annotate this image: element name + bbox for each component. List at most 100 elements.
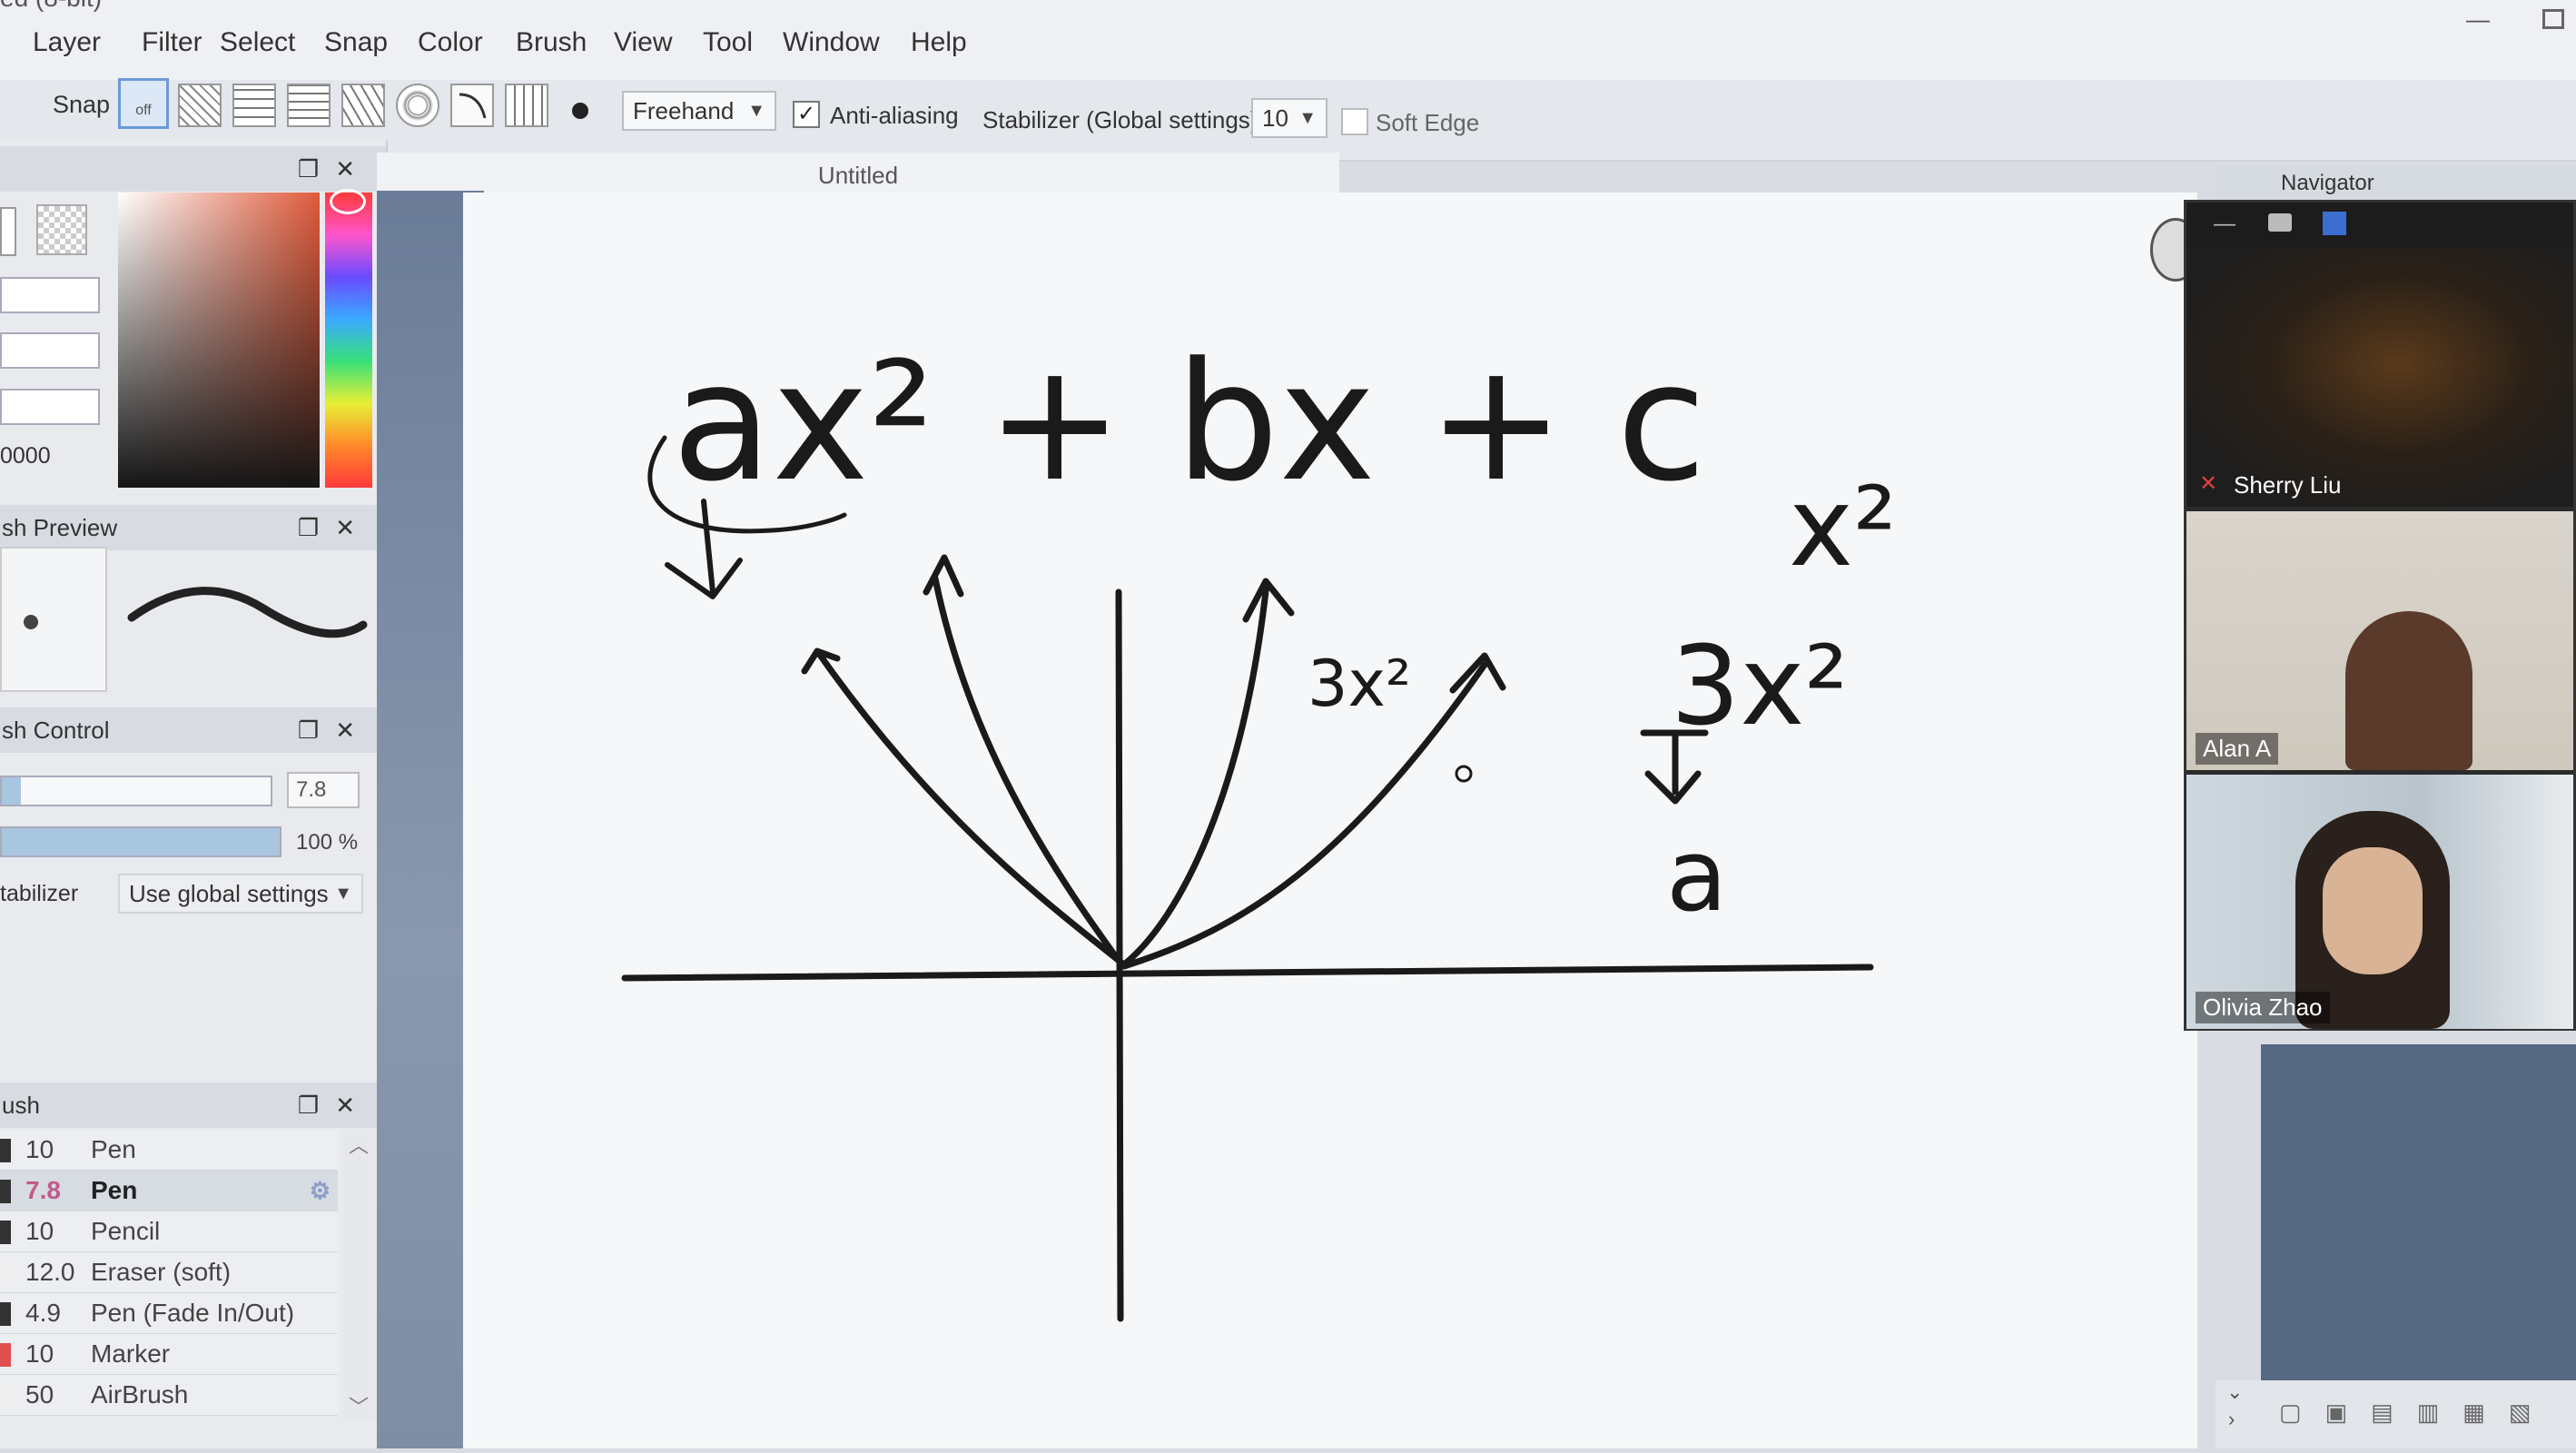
brush-color-swatch: [0, 1180, 11, 1203]
menu-color[interactable]: Color: [418, 27, 483, 57]
document-tab[interactable]: Untitled: [377, 153, 1339, 198]
snap-grid-icon[interactable]: [232, 84, 276, 127]
layer-action-icons[interactable]: ▢▣▤▥▦▧: [2279, 1399, 2555, 1426]
brush-density-slider[interactable]: [0, 826, 281, 857]
video-call-titlebar: —: [2186, 203, 2573, 248]
brush-size-input[interactable]: 7.8: [287, 772, 360, 808]
curved-arrow-under-a: [647, 435, 847, 534]
brush-tip-preview: [0, 547, 107, 692]
brush-dot-icon[interactable]: [572, 103, 588, 119]
panel-float-close-icons[interactable]: ❐✕: [297, 155, 371, 183]
menu-layer[interactable]: Layer: [33, 27, 102, 57]
restore-window-icon[interactable]: [2542, 9, 2564, 29]
drawing-canvas[interactable]: ax² + bx + c 3x² x² 3x² a: [463, 193, 2197, 1448]
brush-name: AirBrush: [91, 1380, 189, 1409]
brush-size: 12.0: [25, 1258, 75, 1286]
gear-icon[interactable]: ⚙: [309, 1177, 331, 1204]
mode-dropdown[interactable]: Freehand ▼: [622, 91, 776, 131]
brush-size-slider[interactable]: [0, 776, 272, 806]
saturation-value-picker[interactable]: [118, 193, 320, 488]
brush-list-item[interactable]: 7.8 Pen ⚙: [0, 1171, 338, 1211]
brush-name: Pen: [91, 1176, 138, 1204]
color-field-g[interactable]: [0, 332, 100, 369]
panel-float-close-icons[interactable]: ❐✕: [297, 514, 371, 541]
brush-stabilizer-value: Use global settings: [129, 880, 329, 907]
menu-brush[interactable]: Brush: [516, 27, 587, 57]
brush-name: Marker: [91, 1339, 171, 1368]
brush-tip-dot: [24, 615, 38, 629]
x-axis: [621, 964, 1874, 982]
snap-perspective-icon[interactable]: [341, 84, 385, 127]
participant-tile-3[interactable]: Olivia Zhao: [2186, 775, 2573, 1029]
scroll-down-icon[interactable]: ﹀: [349, 1396, 370, 1418]
participant-name: Olivia Zhao: [2196, 992, 2330, 1023]
color-field-r[interactable]: [0, 277, 100, 313]
soft-edge-checkbox[interactable]: [1341, 108, 1368, 135]
scroll-up-icon[interactable]: ︿: [349, 1134, 370, 1157]
snap-lines-icon[interactable]: [287, 84, 331, 127]
chevron-right-icon[interactable]: ›: [2228, 1408, 2235, 1430]
menu-snap[interactable]: Snap: [324, 27, 389, 57]
snap-3d-grid-icon[interactable]: [505, 84, 548, 127]
anti-aliasing-checkbox[interactable]: ✓: [793, 101, 820, 128]
transparent-color-swatch[interactable]: [36, 204, 87, 255]
hue-slider[interactable]: [325, 193, 372, 488]
brush-list-title: ush: [2, 1092, 40, 1119]
participant-tile-2[interactable]: Alan A: [2186, 511, 2573, 770]
brush-color-swatch: [0, 1302, 11, 1326]
gallery-view-icon[interactable]: [2323, 212, 2346, 235]
participant-video-figure: [2345, 611, 2472, 770]
brush-color-swatch: [0, 1261, 11, 1285]
panel-float-close-icons[interactable]: ❐✕: [297, 717, 371, 744]
participant-name: Sherry Liu: [2234, 471, 2342, 499]
handwritten-drawing: ax² + bx + c 3x² x² 3x² a: [621, 328, 1897, 1322]
brush-list-scrollbar[interactable]: ︿ ﹀: [343, 1130, 380, 1420]
brush-color-swatch: [0, 1343, 11, 1367]
snap-curve-icon[interactable]: [450, 84, 494, 127]
navigator-preview[interactable]: [2261, 1044, 2576, 1380]
snap-off-button[interactable]: off: [118, 78, 169, 129]
minimize-icon[interactable]: —: [2466, 5, 2490, 33]
brush-name: Pen: [91, 1135, 136, 1163]
snap-parallel-icon[interactable]: [178, 84, 222, 127]
participant-tile-1[interactable]: ✕ Sherry Liu: [2186, 248, 2573, 507]
menu-filter[interactable]: Filter: [142, 27, 202, 57]
color-panel-header: ❐✕: [0, 146, 386, 192]
main-color-swatch[interactable]: [0, 207, 16, 256]
menu-select[interactable]: Select: [220, 27, 296, 57]
menu-view[interactable]: View: [614, 27, 673, 57]
snap-concentric-icon[interactable]: [396, 84, 439, 127]
color-field-b[interactable]: [0, 389, 100, 425]
stop-video-icon[interactable]: [2268, 213, 2292, 232]
chevron-down-icon[interactable]: ⌄: [2226, 1380, 2244, 1403]
panel-float-close-icons[interactable]: ❐✕: [297, 1092, 371, 1119]
menu-tool[interactable]: Tool: [703, 27, 754, 57]
brush-size: 7.8: [25, 1176, 61, 1204]
brush-size: 4.9: [25, 1299, 61, 1327]
stabilizer-dropdown[interactable]: 10 ▼: [1251, 98, 1327, 138]
y-axis: [1115, 588, 1124, 1322]
participant-name: Alan A: [2196, 733, 2279, 765]
menubar: ed (8-bit) Layer Filter Select Snap Colo…: [0, 0, 2576, 80]
chevron-down-icon: ▼: [334, 884, 352, 904]
brush-preview-header: sh Preview ❐✕: [0, 505, 386, 550]
navigator-header: Navigator: [2216, 165, 2576, 202]
chevron-down-icon: ▼: [1298, 108, 1317, 128]
menu-window[interactable]: Window: [783, 27, 880, 57]
hue-handle[interactable]: [330, 189, 366, 214]
down-arrow-under-a: [665, 499, 743, 599]
brush-stabilizer-dropdown[interactable]: Use global settings ▼: [118, 874, 363, 914]
menu-help[interactable]: Help: [911, 27, 967, 57]
chevron-down-icon: ▼: [747, 101, 765, 121]
label-3x2: 3x²: [1671, 624, 1848, 750]
minimize-icon[interactable]: —: [2214, 212, 2235, 236]
anti-aliasing-label: Anti-aliasing: [830, 102, 959, 129]
label-x2: x²: [1789, 465, 1897, 591]
brush-size: 10: [25, 1217, 54, 1245]
